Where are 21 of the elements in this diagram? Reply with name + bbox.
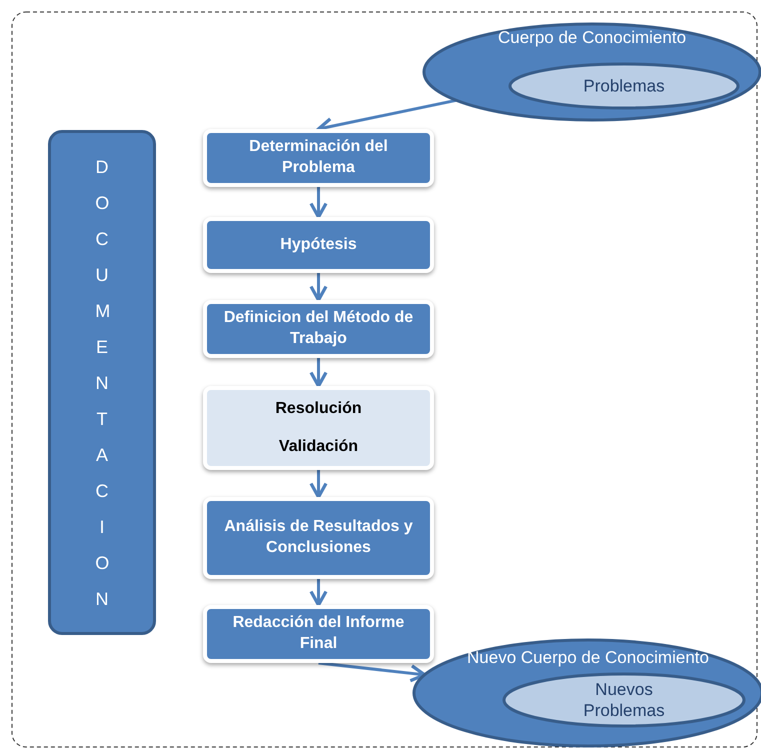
arrow (309, 187, 328, 219)
box-label: Resolución (275, 398, 362, 419)
documentation-bar (48, 130, 156, 635)
problems-ellipse (502, 672, 746, 728)
arrow (318, 662, 426, 682)
box-label: Hypótesis (280, 234, 357, 255)
box-label: Determinación del Problema (248, 137, 389, 178)
arrow (309, 358, 328, 388)
arrow (309, 273, 328, 302)
ellipse-title: Nuevo Cuerpo de Conocimiento (467, 648, 709, 667)
vertical-label: DOCUMENTACION (95, 156, 109, 610)
ellipse-label: Nuevos Problemas (582, 678, 666, 722)
box-label: Análisis de Resultados y Conclusiones (223, 517, 414, 558)
box-label: Redacción del Informe Final (232, 613, 406, 654)
box-label: Validación (278, 436, 358, 457)
box-label: Definicion del Método de Trabajo (222, 308, 414, 349)
arrow (309, 470, 328, 499)
problems-ellipse (508, 62, 740, 110)
ellipse-label: Problemas (583, 75, 665, 97)
arrow (309, 579, 328, 607)
ellipse-title: Cuerpo de Conocimiento (498, 28, 686, 47)
